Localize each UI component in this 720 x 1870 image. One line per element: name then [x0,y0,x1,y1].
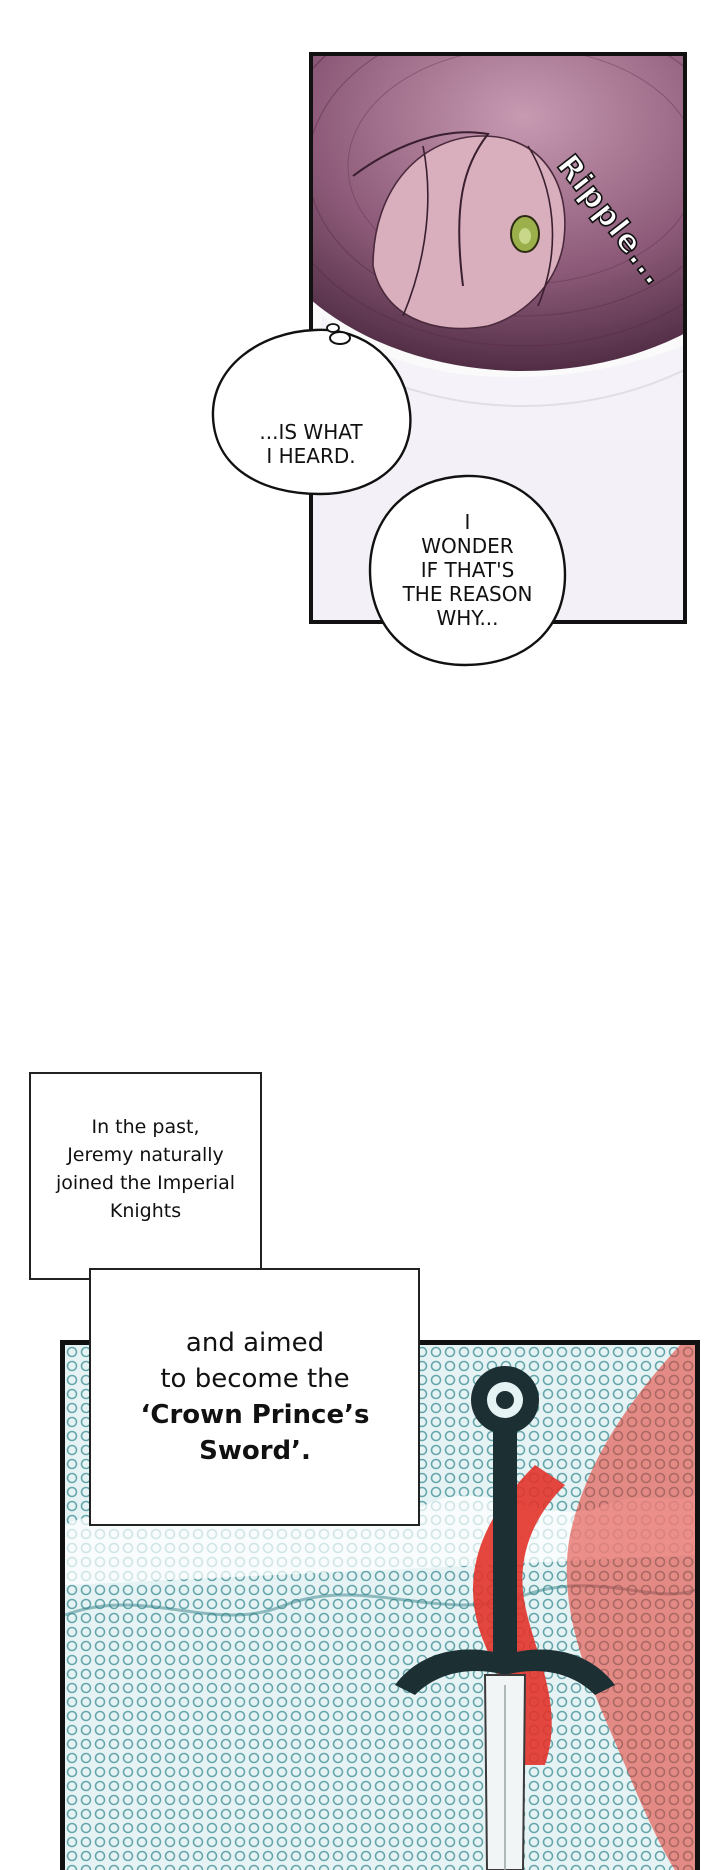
wonder-line-4: THE REASON [402,582,533,606]
caption-box-aim [89,1268,420,1526]
wonder-line-2: WONDER [421,534,514,558]
red-ribbon [566,1345,695,1870]
thought-bubble-heard [211,323,412,496]
caption-past-line-2: Jeremy naturally [67,1144,224,1166]
caption-past-line-1: In the past, [91,1116,200,1138]
heard-line-2: I HEARD. [266,444,356,468]
wonder-line-3: IF THAT'S [420,558,515,582]
thought-bubble-wonder [368,474,567,667]
heard-line-1: ...IS WHAT [259,420,363,444]
caption-box-past [29,1072,262,1280]
reflected-face [372,135,566,330]
sword-grip [493,1431,517,1661]
caption-aim-line-2: to become the [160,1364,350,1394]
caption-aim-text: and aimed to become the ‘Crown Prince’s … [110,1325,400,1469]
sword-crossguard [395,1649,615,1695]
wonder-text: I WONDER IF THAT'S THE REASON WHY... [390,510,545,630]
caption-aim-line-3: ‘Crown Prince’s [140,1400,370,1430]
caption-aim-line-4: Sword’. [199,1436,311,1466]
caption-past-line-3: joined the Imperial [55,1172,236,1194]
heard-text: ...IS WHAT I HEARD. [236,420,386,468]
caption-aim-line-1: and aimed [185,1328,325,1358]
wonder-line-5: WHY... [436,606,499,630]
wonder-line-1: I [464,510,471,534]
caption-past-line-4: Knights [109,1200,182,1222]
caption-past-text: In the past, Jeremy naturally joined the… [38,1113,253,1225]
